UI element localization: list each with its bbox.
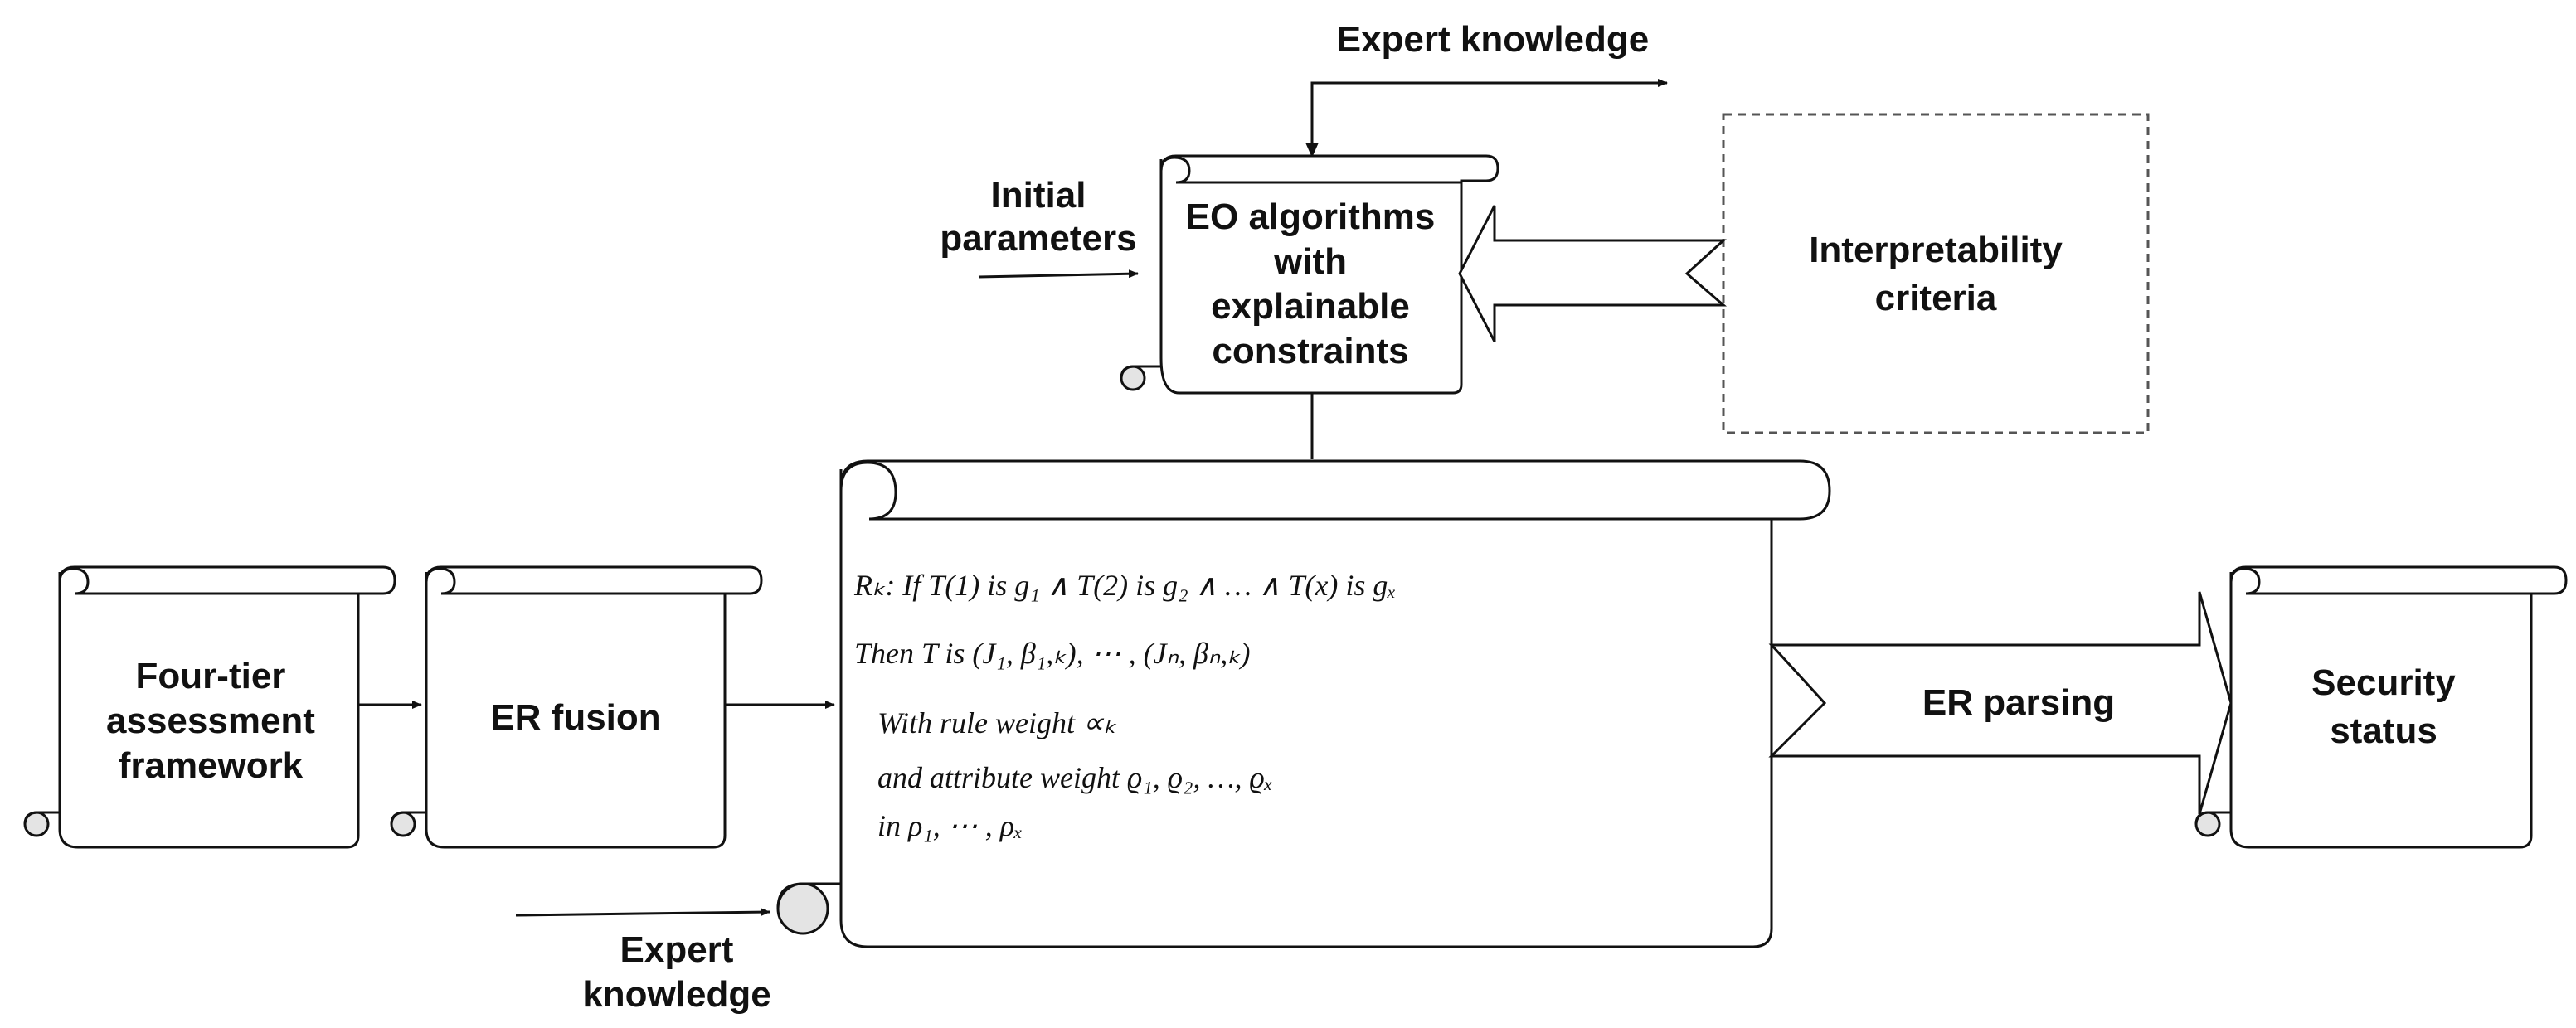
expert-knowledge-top-label: Expert knowledge	[1337, 19, 1650, 60]
four-tier-label-line3: framework	[119, 745, 304, 786]
initial-parameters-label-line1: Initial	[991, 175, 1086, 216]
expert-knowledge-top-group: Expert knowledge	[1305, 19, 1668, 158]
security-status-label-line2: status	[2330, 710, 2437, 751]
eo-algorithms-label-line3: explainable	[1211, 286, 1410, 327]
er-fusion-scroll: ER fusion	[390, 565, 763, 849]
interpretability-label-line1: Interpretability	[1809, 230, 2063, 270]
eo-algorithms-label-line1: EO algorithms	[1186, 196, 1436, 237]
rule-line-4: and attribute weight ϱ₁, ϱ₂, …, ϱₓ	[877, 761, 1273, 794]
rule-line-2: Then T is (J₁, β₁,ₖ), ⋯ , (Jₙ, βₙ,ₖ)	[854, 637, 1251, 670]
er-fusion-label: ER fusion	[490, 697, 660, 738]
expert-knowledge-bottom-label-line1: Expert	[620, 929, 734, 970]
interpretability-label-line2: criteria	[1875, 278, 1997, 318]
rule-base-scroll: Rₖ: If T(1) is g₁ ∧ T(2) is g₂ ∧ … ∧ T(x…	[776, 459, 1831, 948]
interpretability-box	[1722, 113, 2150, 434]
eo-algorithms-label-line4: constraints	[1212, 331, 1408, 371]
expert-knowledge-down-arrowhead	[1305, 143, 1319, 158]
initial-parameters-label-line2: parameters	[940, 218, 1136, 259]
expert-knowledge-bottom-arrow	[515, 908, 770, 917]
expert-knowledge-connector	[1310, 79, 1668, 149]
initial-parameters-arrow	[978, 269, 1139, 279]
interpretability-block-arrow	[1458, 205, 1728, 342]
rule-line-5: in ρ₁, ⋯ , ρₓ	[877, 809, 1023, 842]
four-tier-label-line1: Four-tier	[136, 656, 286, 696]
rule-line-1: Rₖ: If T(1) is g₁ ∧ T(2) is g₂ ∧ … ∧ T(x…	[853, 569, 1397, 602]
expert-knowledge-bottom-label-line2: knowledge	[582, 974, 770, 1015]
expert-knowledge-bottom-group: Expert knowledge	[515, 908, 771, 1015]
security-status-label-line1: Security	[2311, 662, 2456, 703]
er-parsing-label: ER parsing	[1922, 682, 2115, 723]
eo-algorithms-scroll: EO algorithms with explainable constrain…	[1120, 154, 1499, 395]
initial-parameters-group: Initial parameters	[940, 175, 1139, 279]
er-parsing-group: ER parsing	[1768, 591, 2233, 815]
eo-algorithms-label-line2: with	[1273, 241, 1347, 282]
security-status-scroll: Security status	[2194, 565, 2568, 849]
four-tier-scroll: Four-tier assessment framework	[23, 565, 396, 849]
rule-line-3: With rule weight ∝ₖ	[877, 706, 1117, 739]
four-tier-label-line2: assessment	[106, 701, 315, 741]
interpretability-group: Interpretability criteria	[1458, 113, 2150, 434]
